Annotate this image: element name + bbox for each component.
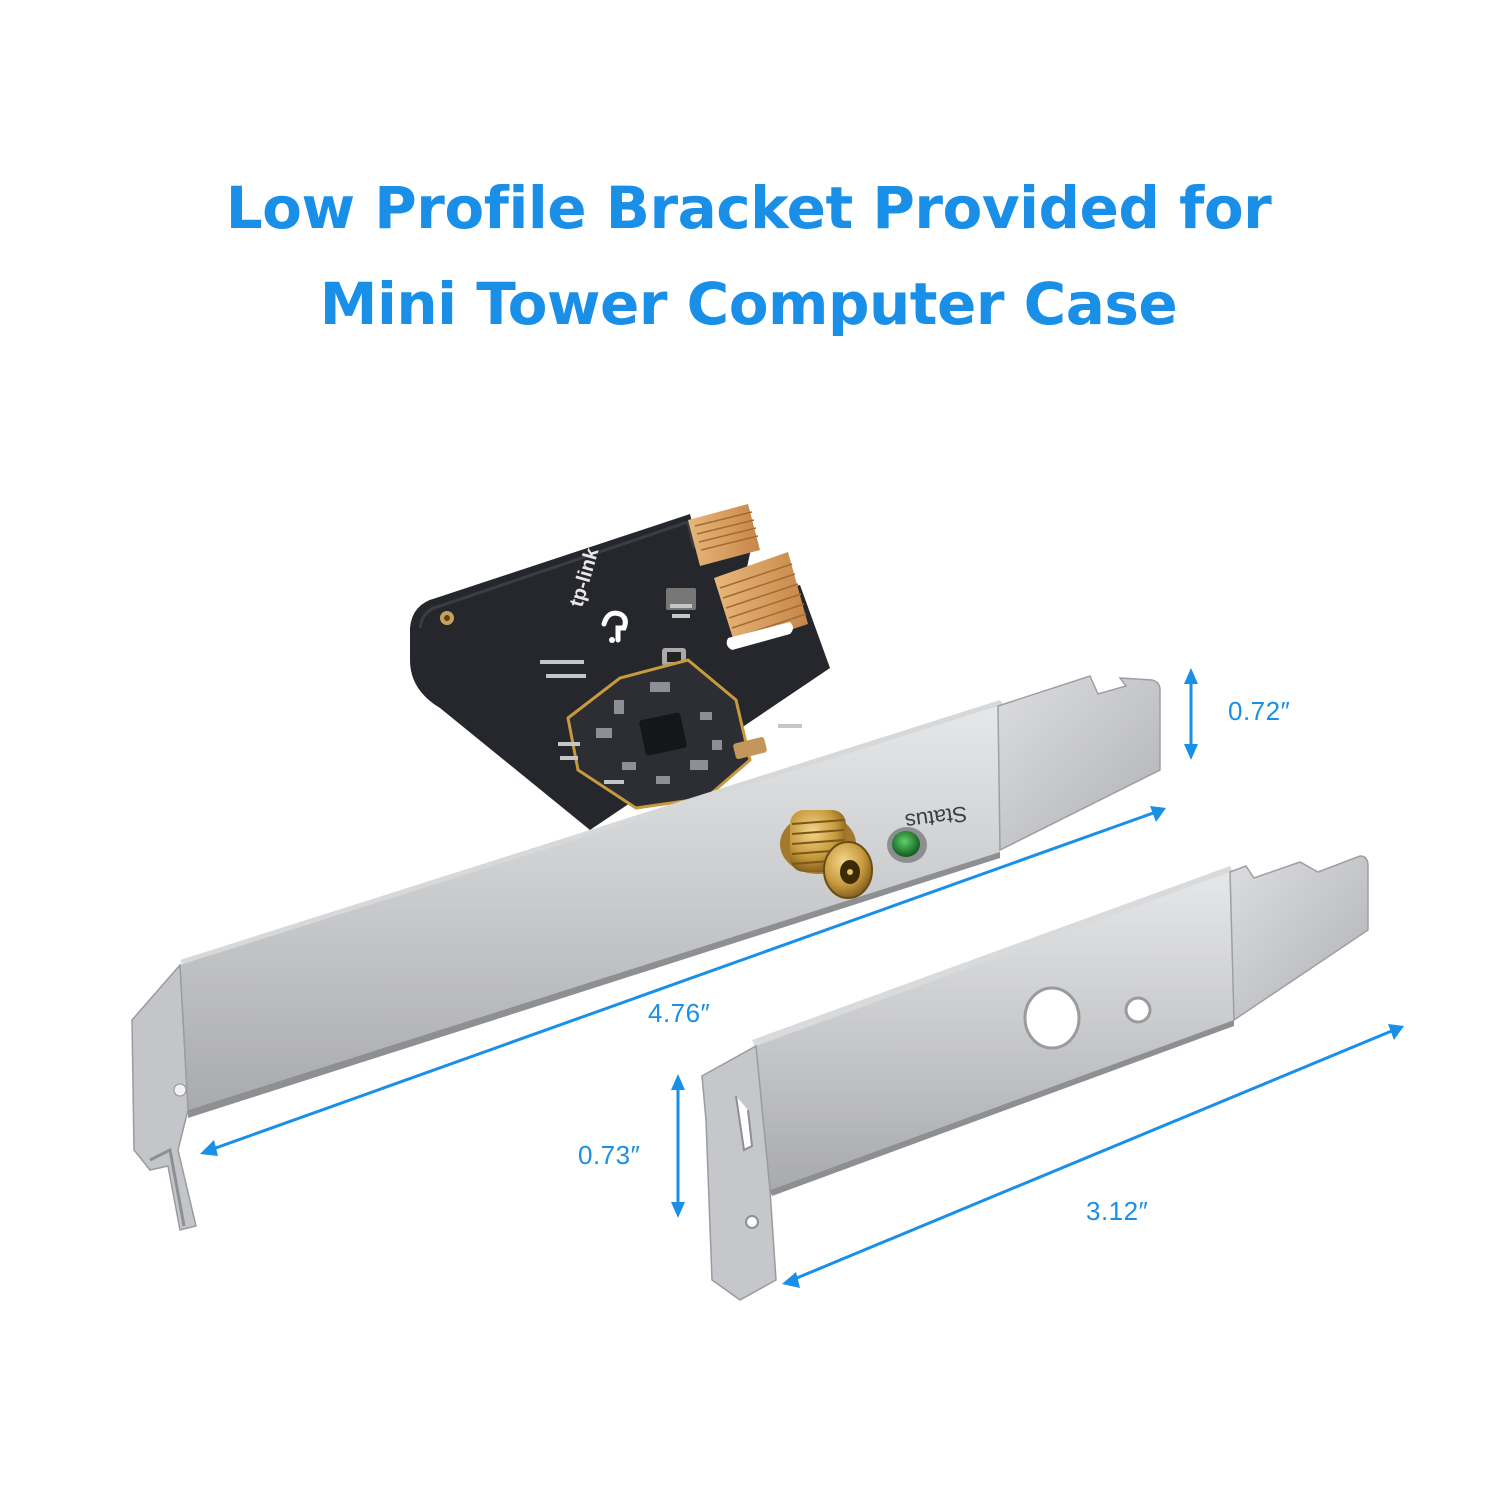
dim-label-low-length: 3.12″ [1086, 1196, 1149, 1226]
arrow-full-length [200, 806, 1166, 1156]
full-profile-bracket: Status [131, 675, 1161, 1231]
dimension-arrows [200, 668, 1404, 1288]
tp-link-logo [601, 610, 628, 643]
headline-line-2: Mini Tower Computer Case [319, 270, 1178, 338]
dim-label-full-tab-height: 0.72″ [1228, 696, 1291, 726]
arrow-full-tab-height [1184, 668, 1198, 760]
antenna-connector [780, 810, 873, 899]
dim-label-low-tab-height: 0.73″ [578, 1140, 641, 1170]
low-profile-bracket [701, 855, 1369, 1301]
arrow-low-length [782, 1024, 1404, 1288]
led-hole [1124, 996, 1152, 1024]
antenna-hole [1023, 986, 1081, 1050]
status-led [887, 827, 927, 863]
dim-label-full-length: 4.76″ [648, 998, 711, 1028]
wifi-chip [639, 712, 687, 756]
pcie-card: tp-link [410, 504, 830, 830]
headline-line-1: Low Profile Bracket Provided for [225, 174, 1272, 242]
arrow-low-tab-height [671, 1074, 685, 1218]
headline: Low Profile Bracket Provided for Mini To… [0, 160, 1497, 352]
